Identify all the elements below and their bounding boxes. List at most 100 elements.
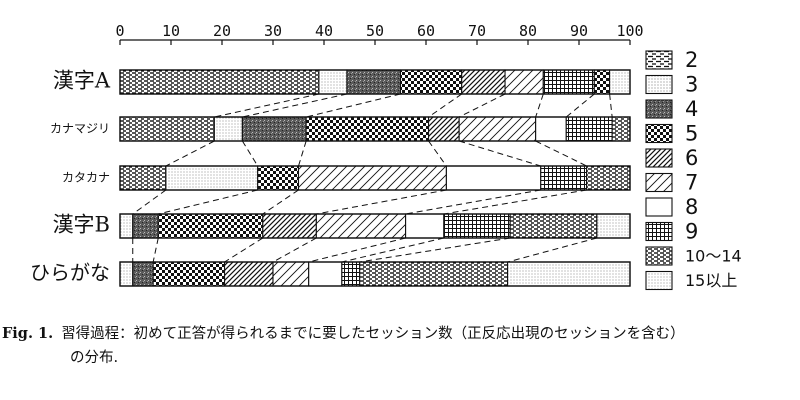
- bar-segment-15-: [318, 69, 348, 95]
- connector-line: [298, 140, 307, 167]
- legend-swatch: [645, 197, 673, 217]
- bar-segment-15-: [165, 165, 259, 191]
- caption-fig-label: Fig. 1.: [2, 325, 54, 342]
- bar-outline: [119, 165, 631, 191]
- bar-segment-15-: [609, 69, 631, 95]
- connector-line: [165, 140, 215, 167]
- bar-segment-5: [257, 165, 300, 191]
- x-tick-label: 0: [115, 22, 124, 40]
- connector-line: [428, 140, 447, 167]
- category-label: カナマジリ: [50, 122, 110, 136]
- connector-line: [565, 93, 595, 118]
- bar-row-0: [119, 69, 631, 95]
- bar-segment-7: [297, 165, 447, 191]
- legend-item-6: 6: [645, 146, 698, 170]
- x-tick-label: 90: [570, 22, 588, 40]
- bar-segment-6: [427, 116, 460, 142]
- legend-item-3: 3: [645, 73, 698, 97]
- bars: [119, 69, 631, 287]
- legend-label: 3: [685, 73, 698, 97]
- connector-line: [262, 189, 299, 215]
- connector-line: [214, 93, 320, 118]
- connector-line: [507, 237, 597, 263]
- x-tick-label: 40: [315, 22, 333, 40]
- bar-segment-6: [461, 69, 506, 95]
- legend-label: 2: [685, 48, 698, 72]
- x-tick-label: 30: [264, 22, 282, 40]
- bar-segment-10-14: [611, 116, 631, 142]
- x-tick-label: 70: [468, 22, 486, 40]
- bar-segment-8: [308, 261, 343, 287]
- bar-segment-5: [157, 213, 264, 239]
- connector-line: [459, 140, 541, 167]
- bar-segment-6: [224, 261, 274, 287]
- connector-line: [242, 93, 348, 118]
- legend-item-5: 5: [645, 122, 698, 146]
- category-label: 漢字A: [53, 69, 111, 93]
- bar-segment-9: [443, 213, 511, 239]
- legend-label: 10〜14: [685, 247, 742, 266]
- bar-segment-4: [132, 261, 154, 287]
- legend-label: 9: [685, 220, 698, 244]
- x-tick-label: 60: [417, 22, 435, 40]
- bar-segment-10-14: [119, 165, 167, 191]
- legend-swatch: [645, 148, 673, 168]
- connector-line: [158, 189, 258, 215]
- legend-item-4: 4: [645, 97, 698, 121]
- bar-segment-4: [132, 213, 159, 239]
- x-tick-label: 80: [519, 22, 537, 40]
- category-label: 漢字B: [53, 213, 110, 237]
- bar-segment-15-: [596, 213, 631, 239]
- caption-line-2: の分布.: [70, 350, 119, 366]
- bar-segment-9: [542, 69, 595, 95]
- bar-segment-5: [152, 261, 226, 287]
- legend-label: 8: [685, 195, 698, 219]
- figure-caption: Fig. 1.習得過程：初めて正答が得られるまでに要したセッション数（正反応出現…: [2, 322, 798, 370]
- bar-segment-4: [346, 69, 402, 95]
- bar-segment-10-14: [119, 69, 320, 95]
- bar-segment-10-14: [359, 261, 509, 287]
- bar-outline: [119, 116, 631, 142]
- legend-label: 5: [685, 122, 698, 146]
- connector-line: [132, 189, 167, 215]
- legend-item-9: 9: [645, 220, 698, 244]
- legend-swatch: [645, 221, 673, 242]
- legend-item-15-: 15以上: [645, 270, 737, 291]
- connector-line: [535, 140, 587, 167]
- bar-row-3: [119, 213, 631, 239]
- connector-line: [609, 93, 613, 118]
- category-label: カタカナ: [62, 171, 110, 185]
- legend-swatch: [645, 270, 673, 291]
- legend-swatch: [645, 172, 673, 193]
- legend-item-7: 7: [645, 171, 698, 195]
- connector-line: [272, 237, 317, 263]
- connector-line: [443, 189, 587, 215]
- bar-segment-5: [305, 116, 430, 142]
- legend-swatch: [645, 246, 673, 266]
- bar-segment-7: [272, 261, 310, 287]
- connector-line: [308, 237, 406, 263]
- connector-line: [428, 93, 462, 118]
- bar-segment-4: [241, 116, 307, 142]
- legend-item-10-14: 10〜14: [645, 246, 742, 266]
- bar-outline: [119, 261, 631, 287]
- bar-segment-15-: [119, 261, 134, 287]
- legend-swatch: [645, 50, 673, 70]
- bar-segment-5: [593, 69, 611, 95]
- bar-segment-5: [399, 69, 463, 95]
- bar-segment-8: [445, 165, 542, 191]
- bar-segment-10-14: [586, 165, 631, 191]
- bar-segment-10-14: [119, 116, 215, 142]
- bar-outline: [119, 69, 631, 95]
- bar-segment-9: [565, 116, 613, 142]
- legend-item-8: 8: [645, 195, 698, 219]
- legend-swatch: [645, 99, 673, 119]
- x-tick-label: 50: [366, 22, 384, 40]
- bar-segment-9: [540, 165, 588, 191]
- connector-line: [458, 93, 506, 118]
- bar-segment-8: [535, 116, 567, 142]
- bar-row-2: [119, 165, 631, 191]
